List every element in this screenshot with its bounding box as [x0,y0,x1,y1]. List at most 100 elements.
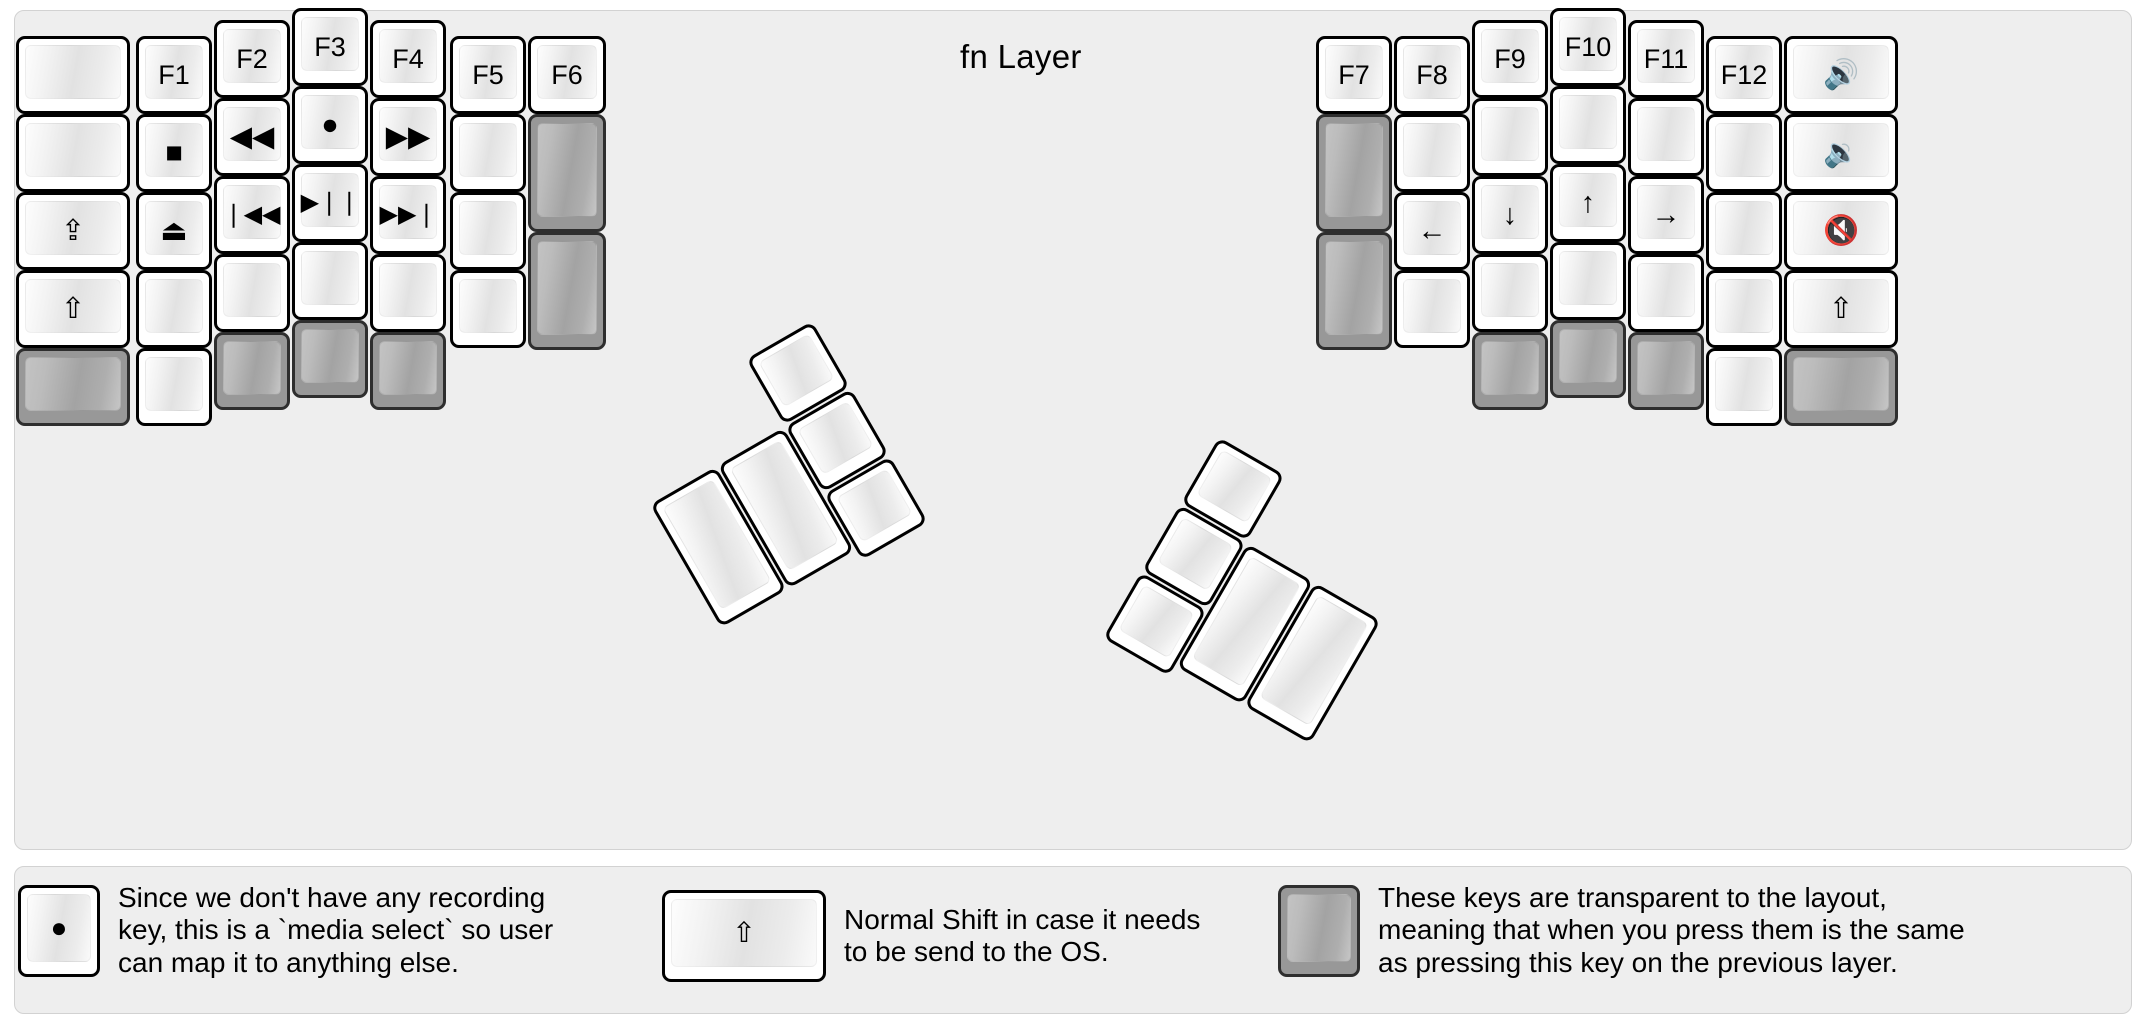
transparent-key-icon [1278,884,1360,977]
key-top-surface [1715,123,1773,177]
key-l-c4-r1[interactable]: ▶▶ [370,98,446,176]
shift-icon: ⇧ [732,917,756,948]
key-top-surface [1325,241,1383,335]
key-r-c4-r3[interactable] [1628,254,1704,332]
key-label: F5 [472,59,504,90]
key-r-c1-r2[interactable]: ← [1394,192,1470,270]
key-top-surface [1793,201,1889,255]
key-top-surface [25,45,121,99]
shift-icon: ⇧ [1828,292,1854,325]
key-l-c3-r1[interactable]: ● [292,86,368,164]
key-r-c4-r2[interactable]: → [1628,176,1704,254]
key-r-c6-r1[interactable]: 🔉 [1784,114,1898,192]
key-r-c2-r3[interactable] [1472,254,1548,332]
key-l-c6-r2[interactable] [528,232,606,350]
key-r-c2-r4[interactable] [1472,332,1548,410]
key-r-c3-r4[interactable] [1550,320,1626,398]
key-r-c2-r0[interactable]: F9 [1472,20,1548,98]
key-l-c3-r2[interactable]: ▶❘❘ [292,164,368,242]
key-top-surface [1481,263,1539,317]
key-top-surface [1481,29,1539,83]
key-r-c4-r0[interactable]: F11 [1628,20,1704,98]
key-r-c3-r0[interactable]: F10 [1550,8,1626,86]
key-l-c1-r3[interactable] [136,270,212,348]
key-top-surface [1715,279,1773,333]
key-top-surface [145,201,203,255]
volume-mute-icon: 🔇 [1822,214,1860,247]
key-l-c3-r4[interactable] [292,320,368,398]
key-r-c4-r1[interactable] [1628,98,1704,176]
key-l-c1-r0[interactable]: F1 [136,36,212,114]
key-top-surface [1403,123,1461,177]
key-label: F4 [392,43,424,74]
key-top-surface [379,107,437,161]
key-top-surface [1637,185,1695,239]
key-label: F7 [1338,59,1370,90]
key-top-surface [1325,45,1383,99]
key-l-c2-r0[interactable]: F2 [214,20,290,98]
key-r-c3-r2[interactable]: ↑ [1550,164,1626,242]
key-l-c0-r4[interactable] [16,348,130,426]
key-top-surface [1481,185,1539,239]
key-l-c5-r3[interactable] [450,270,526,348]
key-top-surface [1559,17,1617,71]
key-r-c1-r3[interactable] [1394,270,1470,348]
key-top-surface [758,333,835,408]
key-l-c1-r2[interactable]: ⏏ [136,192,212,270]
key-r-c5-r4[interactable] [1706,348,1782,426]
key-top-surface [1793,45,1889,99]
key-l-c4-r2[interactable]: ▶▶❘ [370,176,446,254]
key-label: F12 [1720,59,1768,90]
key-r-c3-r3[interactable] [1550,242,1626,320]
key-l-c0-r1[interactable] [16,114,130,192]
record-icon: ● [321,108,339,141]
key-r-c4-r4[interactable] [1628,332,1704,410]
key-l-c5-r2[interactable] [450,192,526,270]
key-top-surface [301,95,359,149]
shift-icon: ⇧ [662,890,826,982]
key-l-c3-r3[interactable] [292,242,368,320]
key-l-c3-r0[interactable]: F3 [292,8,368,86]
key-r-c0-r2[interactable] [1316,232,1392,350]
legend-record-key: ●Since we don't have any recording key, … [18,882,553,979]
key-l-c1-r1[interactable]: ■ [136,114,212,192]
key-r-c2-r1[interactable] [1472,98,1548,176]
key-r-c5-r3[interactable] [1706,270,1782,348]
key-r-c6-r2[interactable]: 🔇 [1784,192,1898,270]
key-r-c1-r1[interactable] [1394,114,1470,192]
key-r-c1-r0[interactable]: F8 [1394,36,1470,114]
legend-transparent-key: These keys are transparent to the layout… [1278,882,1965,979]
key-r-c6-r0[interactable]: 🔊 [1784,36,1898,114]
key-l-c6-r1[interactable] [528,114,606,232]
key-top-surface [1157,516,1234,591]
key-l-c4-r3[interactable] [370,254,446,332]
key-l-c0-r3[interactable]: ⇧ [16,270,130,348]
key-l-c6-r0[interactable]: F6 [528,36,606,114]
key-l-c2-r4[interactable] [214,332,290,410]
key-top-surface [1715,45,1773,99]
key-r-c6-r4[interactable] [1784,348,1898,426]
key-l-c1-r4[interactable] [136,348,212,426]
key-l-c4-r0[interactable]: F4 [370,20,446,98]
key-r-c6-r3[interactable]: ⇧ [1784,270,1898,348]
key-label: F8 [1416,59,1448,90]
key-r-c0-r1[interactable] [1316,114,1392,232]
key-l-c5-r0[interactable]: F5 [450,36,526,114]
key-l-c2-r2[interactable]: ❘◀◀ [214,176,290,254]
key-l-c4-r4[interactable] [370,332,446,410]
key-top-surface [379,263,437,317]
key-top-surface [1715,357,1773,411]
key-l-c2-r1[interactable]: ◀◀ [214,98,290,176]
key-r-c5-r2[interactable] [1706,192,1782,270]
key-l-c5-r1[interactable] [450,114,526,192]
key-l-c0-r2[interactable]: ⇪ [16,192,130,270]
key-r-c5-r0[interactable]: F12 [1706,36,1782,114]
key-top-surface [301,329,359,383]
key-r-c2-r2[interactable]: ↓ [1472,176,1548,254]
key-l-c2-r3[interactable] [214,254,290,332]
key-r-c3-r1[interactable] [1550,86,1626,164]
key-top-surface [223,263,281,317]
key-r-c5-r1[interactable] [1706,114,1782,192]
key-l-c0-r0[interactable] [16,36,130,114]
key-r-c0-r0[interactable]: F7 [1316,36,1392,114]
